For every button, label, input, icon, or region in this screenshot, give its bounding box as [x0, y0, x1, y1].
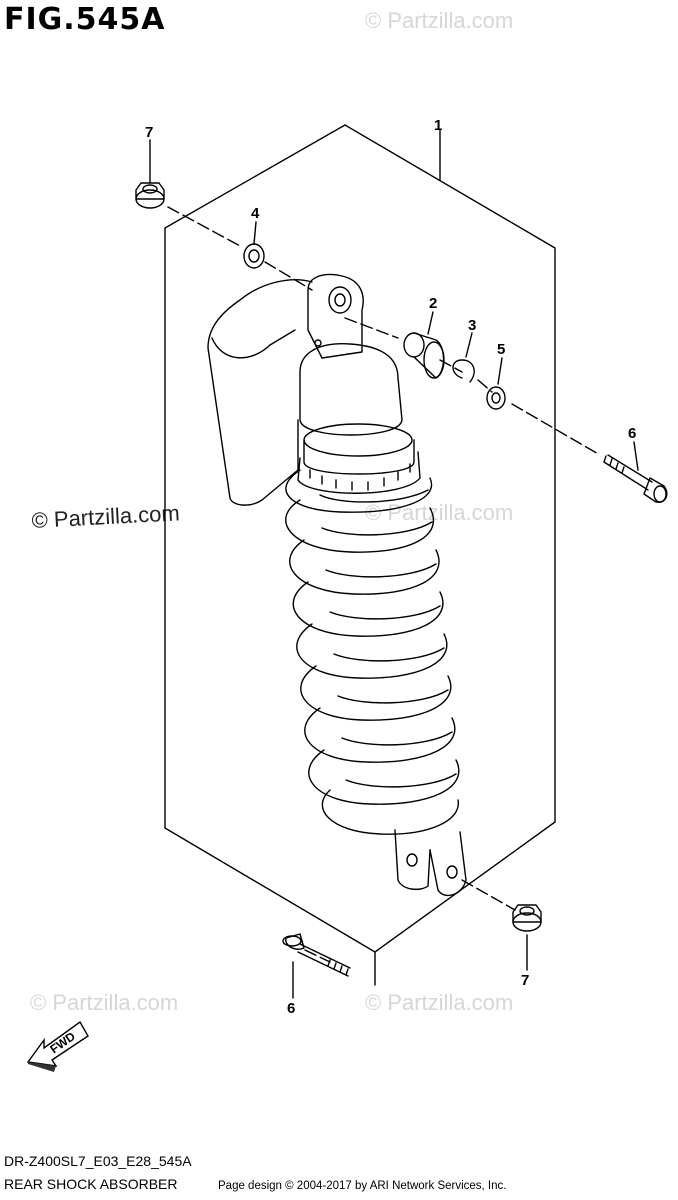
leader-3	[465, 332, 473, 358]
callout-7-top: 7	[145, 124, 153, 141]
axis-line-top	[167, 206, 601, 456]
callout-7-bottom: 7	[521, 972, 529, 989]
watermark-middle-right: © Partzilla.com	[365, 500, 513, 525]
bolt-top	[603, 454, 668, 503]
spring-adjuster-ring	[297, 423, 421, 494]
page-credit: Page design © 2004-2017 by ARI Network S…	[218, 1180, 507, 1192]
callout-4: 4	[251, 205, 260, 222]
callout-6-bottom: 6	[287, 1000, 295, 1017]
fwd-arrow: FWD	[26, 1020, 89, 1072]
part-name: REAR SHOCK ABSORBER	[4, 1176, 178, 1192]
reservoir	[207, 279, 313, 506]
coil-spring	[285, 469, 460, 835]
washer-5	[486, 386, 506, 410]
assembly-box-left	[164, 124, 376, 953]
watermark-bottom-left: © Partzilla.com	[30, 990, 178, 1015]
assembly-box	[344, 124, 556, 986]
callout-1: 1	[434, 117, 442, 134]
watermark-main: © Partzilla.com	[31, 500, 180, 533]
model-code: DR-Z400SL7_E03_E28_545A	[4, 1153, 192, 1169]
flange-nut-top	[135, 182, 165, 209]
callout-3: 3	[468, 317, 476, 334]
leader-6-top	[633, 441, 639, 471]
leader-5	[497, 357, 503, 385]
figure-title: FIG.545A	[4, 2, 166, 37]
shock-upper-mount	[299, 273, 403, 436]
callout-5: 5	[497, 341, 505, 358]
leader-4	[253, 221, 257, 245]
flange-nut-bottom	[512, 904, 542, 932]
washer-4	[243, 243, 265, 269]
callout-2: 2	[429, 295, 437, 312]
bolt-bottom	[282, 933, 351, 977]
shock-lower-clevis	[394, 829, 467, 897]
watermark-bottom-right: © Partzilla.com	[365, 990, 513, 1015]
circlip-3	[452, 359, 475, 383]
leader-2	[427, 311, 434, 335]
watermark-top-right: © Partzilla.com	[365, 8, 513, 33]
axis-line-bottom	[304, 879, 516, 963]
bushing-2	[403, 332, 445, 379]
callout-6-top: 6	[628, 425, 636, 442]
